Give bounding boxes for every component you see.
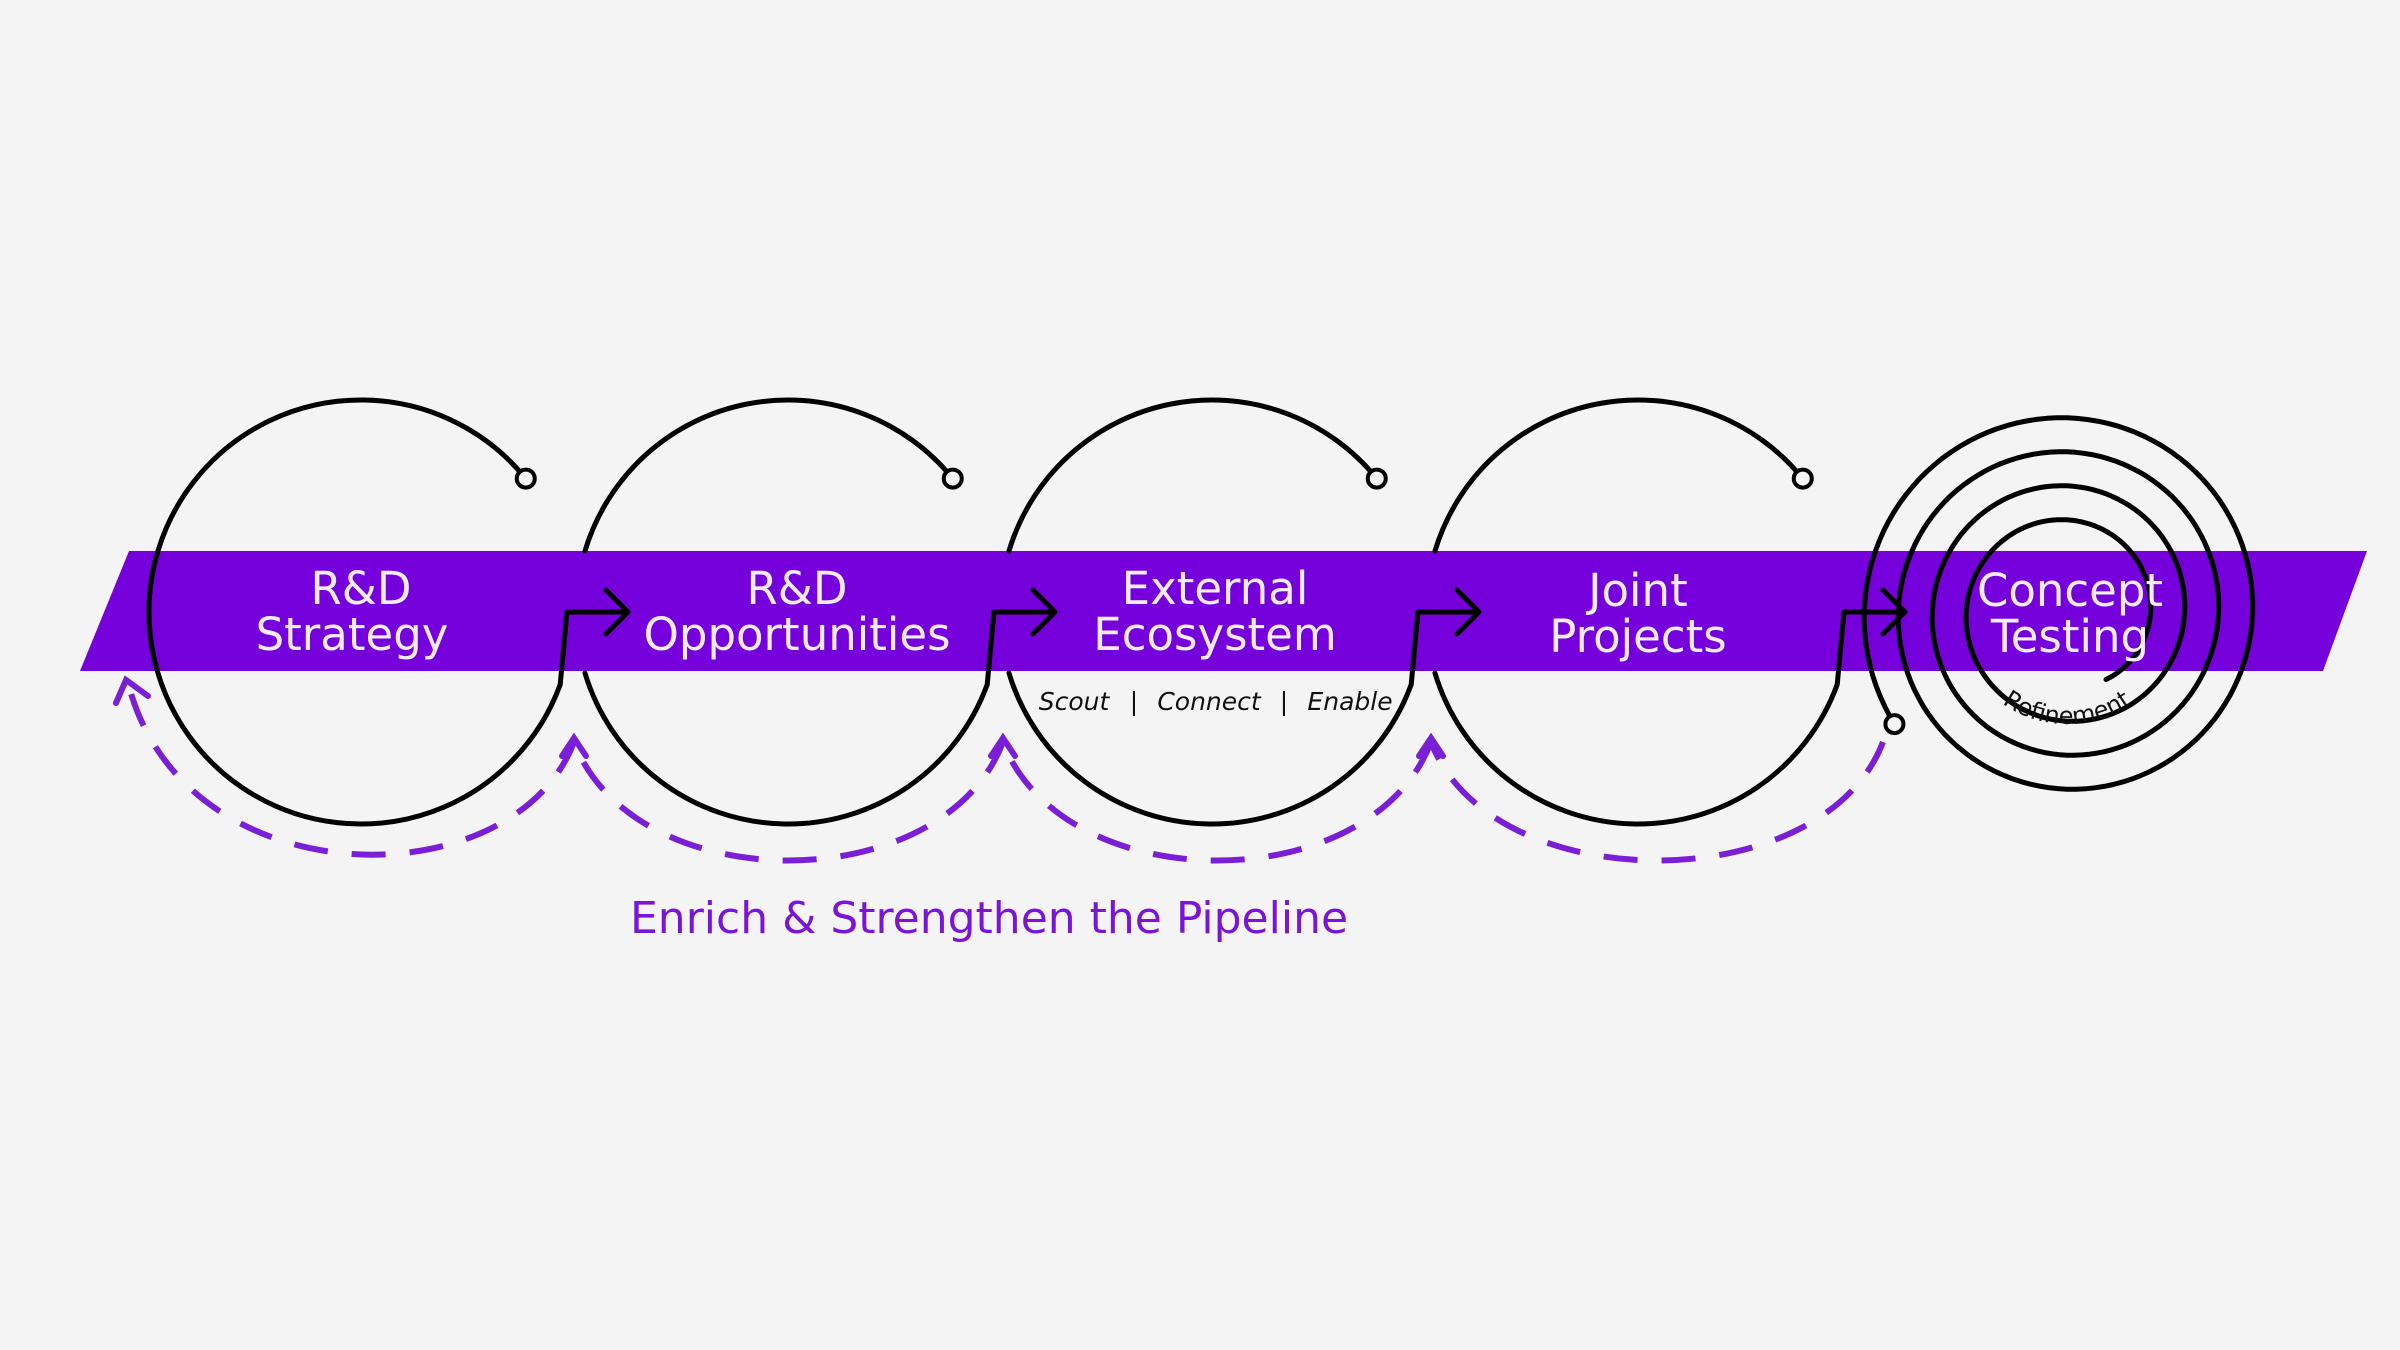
loop-end-dot — [1365, 467, 1388, 490]
feedback-arrowhead-icon — [988, 732, 1018, 759]
stage-loop-arrow — [146, 397, 631, 827]
spiral-end-dot — [1883, 713, 1906, 736]
separator: | — [1280, 687, 1288, 716]
pipeline-band — [80, 551, 2367, 671]
feedback-dashed-arc — [1428, 740, 1886, 864]
scout-label: Scout — [1039, 687, 1111, 716]
stage-loop-arrow — [1006, 397, 1482, 827]
feedback-arrowhead-icon — [559, 732, 589, 759]
feedback-dashed-arc — [127, 689, 577, 858]
refinement-label: Refinement — [1999, 685, 2135, 731]
loop-end-dot — [1791, 467, 1814, 490]
enable-label: Enable — [1307, 687, 1392, 716]
stage-loop-arrow — [1432, 397, 1908, 827]
feedback-arrowhead-icon — [113, 675, 151, 706]
refinement-spiral — [1861, 415, 2256, 792]
feedback-dashed-arc — [1000, 740, 1434, 864]
separator: | — [1130, 687, 1138, 716]
feedback-dashed-arc — [571, 740, 1006, 864]
ecosystem-subtitle: Scout | Connect | Enable — [1039, 687, 1393, 716]
feedback-label: Enrich & Strengthen the Pipeline — [630, 893, 1348, 944]
feedback-arrowhead-icon — [1416, 732, 1446, 759]
stage-loop-arrow — [582, 397, 1058, 827]
loop-end-dot — [514, 467, 537, 490]
connect-label: Connect — [1157, 687, 1262, 716]
loop-end-dot — [941, 467, 964, 490]
